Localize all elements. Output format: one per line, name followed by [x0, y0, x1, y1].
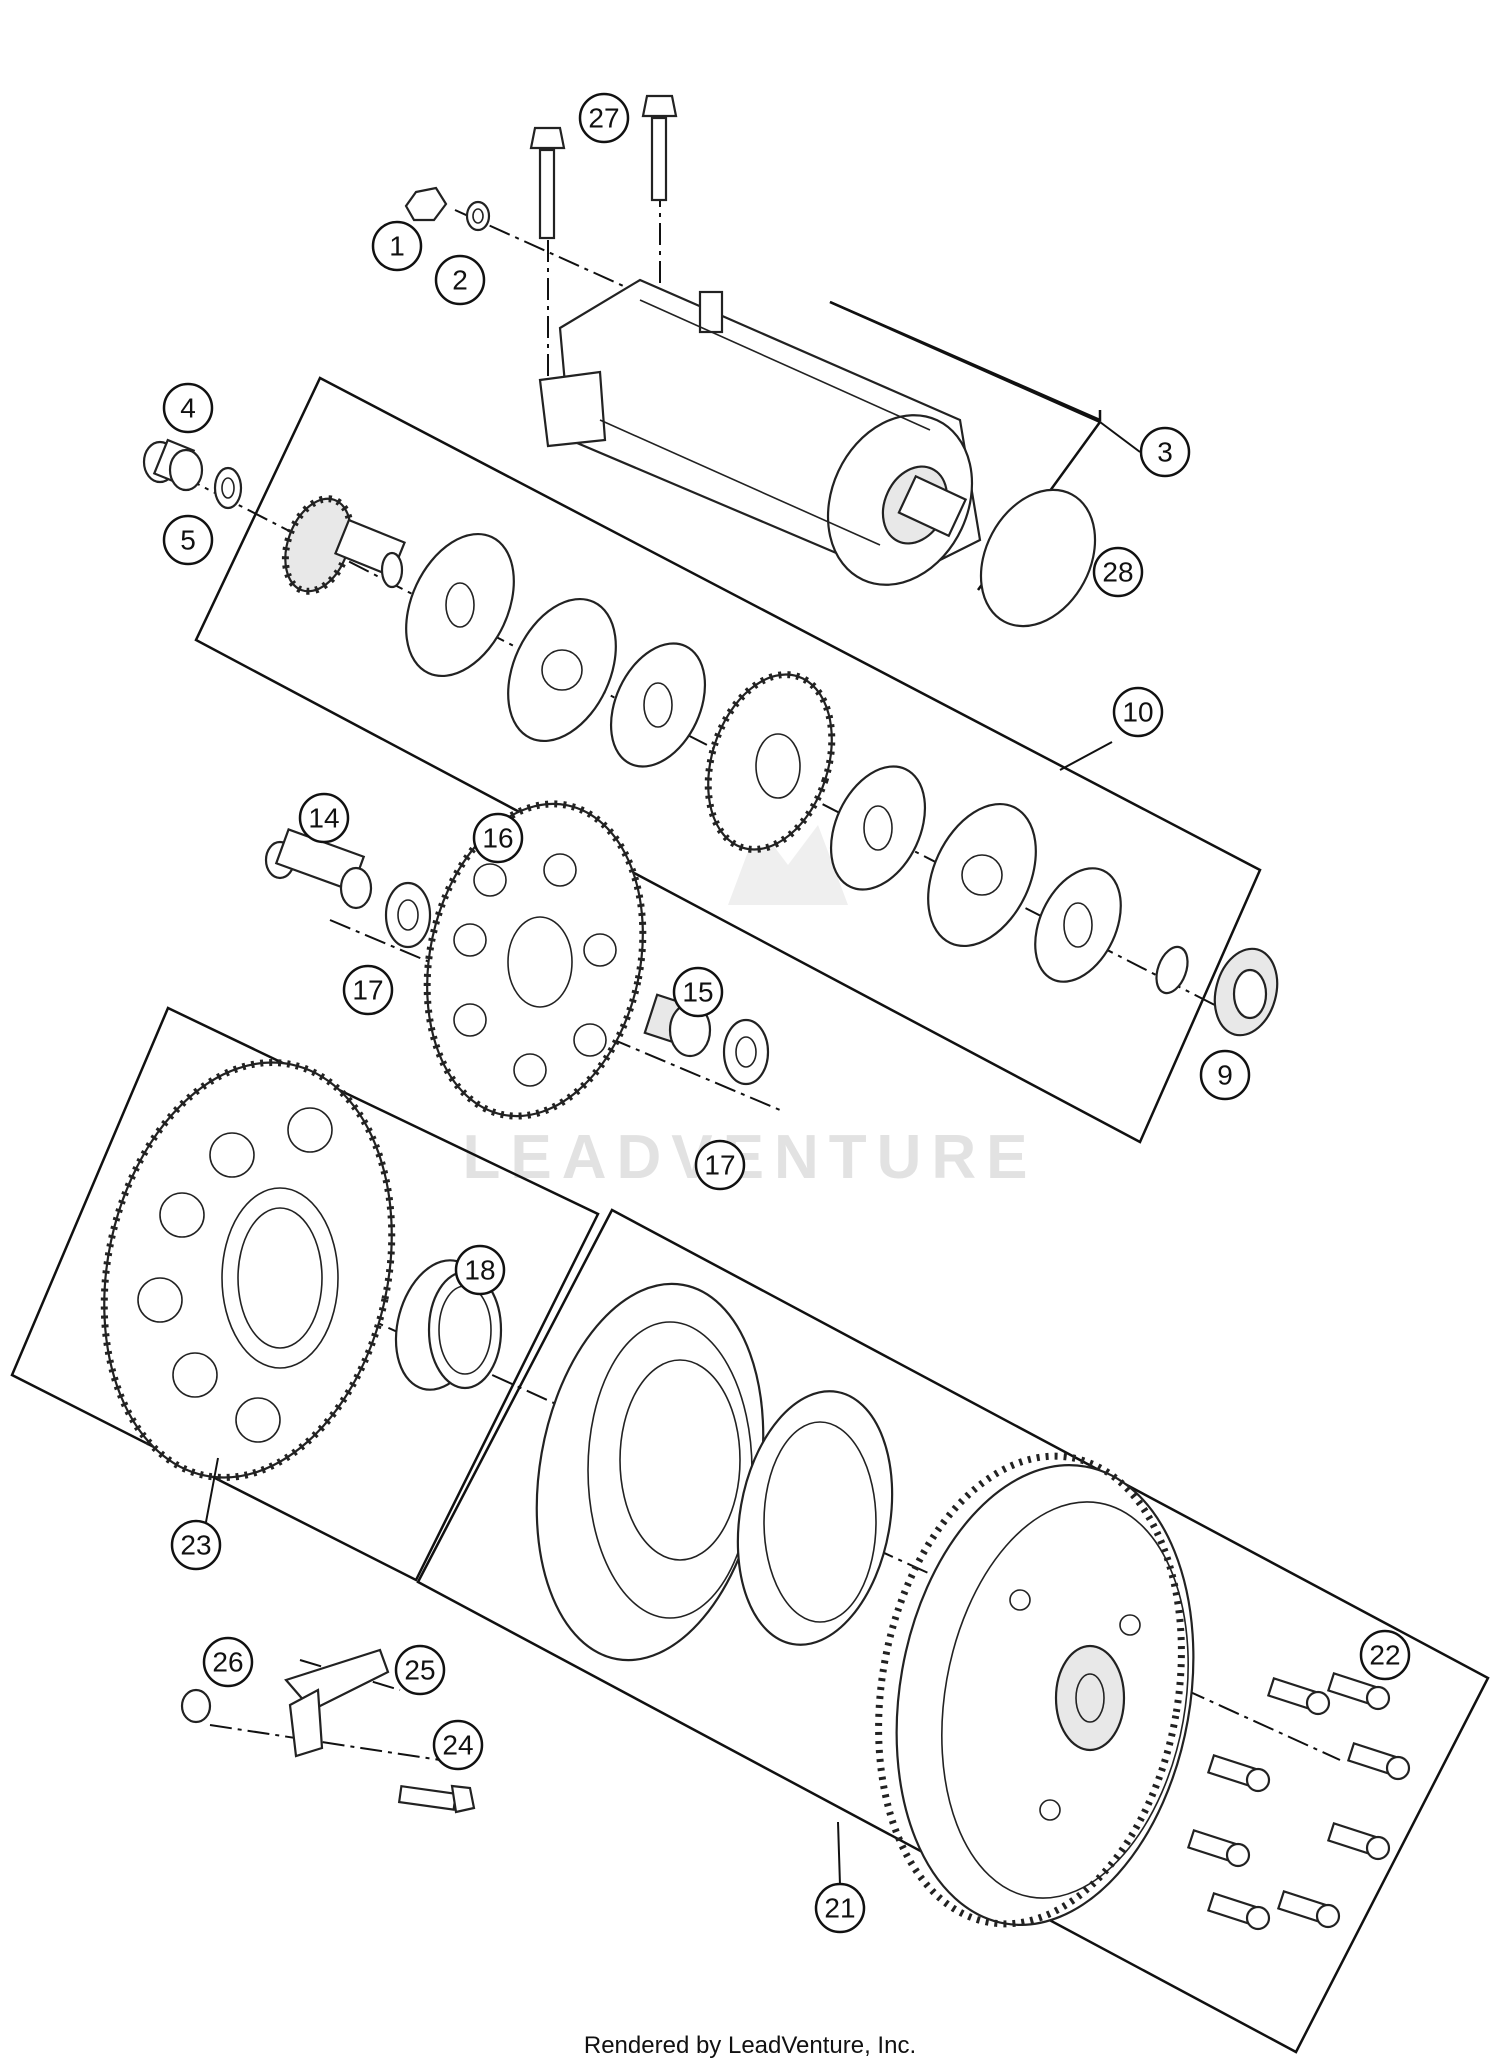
gear-23 — [100, 1059, 396, 1481]
bracket-assembly — [180, 1648, 476, 1814]
svg-text:17: 17 — [352, 975, 383, 1006]
callout-17b: 17 — [694, 1139, 746, 1191]
svg-text:23: 23 — [180, 1530, 211, 1561]
svg-text:15: 15 — [682, 977, 713, 1008]
gear-train-washers — [405, 532, 1122, 983]
pin-and-washer — [264, 827, 432, 949]
svg-text:10: 10 — [1122, 697, 1153, 728]
callout-25: 25 — [394, 1644, 446, 1696]
intermediate-gear — [704, 671, 836, 853]
leader-lines — [205, 421, 1141, 1886]
footer-credit: Rendered by LeadVenture, Inc. — [583, 2032, 917, 2059]
watermark: LEADVENTURE — [462, 825, 1037, 1192]
bolts-22 — [1186, 1671, 1411, 1931]
svg-text:17: 17 — [704, 1150, 735, 1181]
starter-motor — [538, 278, 982, 586]
bushing-and-washer — [142, 438, 243, 510]
callout-23: 23 — [170, 1519, 222, 1571]
svg-text:21: 21 — [824, 1893, 855, 1924]
callout-3: 3 — [1139, 426, 1191, 478]
flywheel-21 — [875, 1452, 1195, 1928]
callout-24: 24 — [432, 1719, 484, 1771]
svg-text:2: 2 — [452, 265, 468, 296]
frame-starter-gear — [10, 1006, 600, 1582]
callout-1: 1 — [371, 220, 423, 272]
callout-28: 28 — [1092, 546, 1144, 598]
callout-10: 10 — [1112, 686, 1164, 738]
frame-gear-train — [194, 376, 1262, 1144]
circlip-and-bearing — [1155, 945, 1279, 1037]
callout-5: 5 — [162, 514, 214, 566]
callout-15: 15 — [672, 966, 724, 1018]
nut-and-washer — [404, 186, 491, 232]
callout-4: 4 — [162, 382, 214, 434]
svg-text:14: 14 — [308, 803, 339, 834]
svg-text:3: 3 — [1157, 437, 1173, 468]
svg-text:9: 9 — [1217, 1060, 1233, 1091]
gear-16 — [423, 800, 647, 1120]
svg-text:4: 4 — [180, 393, 196, 424]
svg-text:28: 28 — [1102, 557, 1133, 588]
callout-9: 9 — [1199, 1049, 1251, 1101]
bearing-ring — [736, 1390, 894, 1646]
watermark-text: LEADVENTURE — [462, 1123, 1037, 1192]
callout-14: 14 — [298, 792, 350, 844]
svg-text:18: 18 — [464, 1255, 495, 1286]
needle-bearing-18 — [394, 1259, 503, 1391]
callout-17a: 17 — [342, 964, 394, 1016]
svg-text:16: 16 — [482, 823, 513, 854]
pinion-shaft — [281, 495, 406, 595]
svg-text:22: 22 — [1369, 1640, 1400, 1671]
callouts: 1 2 3 4 5 9 10 14 15 16 17 17 18 21 22 2… — [162, 92, 1411, 1934]
svg-text:27: 27 — [588, 103, 619, 134]
svg-text:25: 25 — [404, 1655, 435, 1686]
callout-18: 18 — [454, 1244, 506, 1296]
o-ring-28 — [979, 488, 1097, 628]
svg-text:5: 5 — [180, 525, 196, 556]
svg-text:26: 26 — [212, 1647, 243, 1678]
bolts-27 — [529, 94, 678, 240]
callout-21: 21 — [814, 1882, 866, 1934]
callout-22: 22 — [1359, 1629, 1411, 1681]
callout-26: 26 — [202, 1636, 254, 1688]
svg-text:1: 1 — [389, 231, 405, 262]
frame-flywheel — [416, 1208, 1490, 2054]
callout-2: 2 — [434, 254, 486, 306]
callout-27: 27 — [578, 92, 630, 144]
callout-16: 16 — [472, 812, 524, 864]
svg-text:24: 24 — [442, 1730, 473, 1761]
